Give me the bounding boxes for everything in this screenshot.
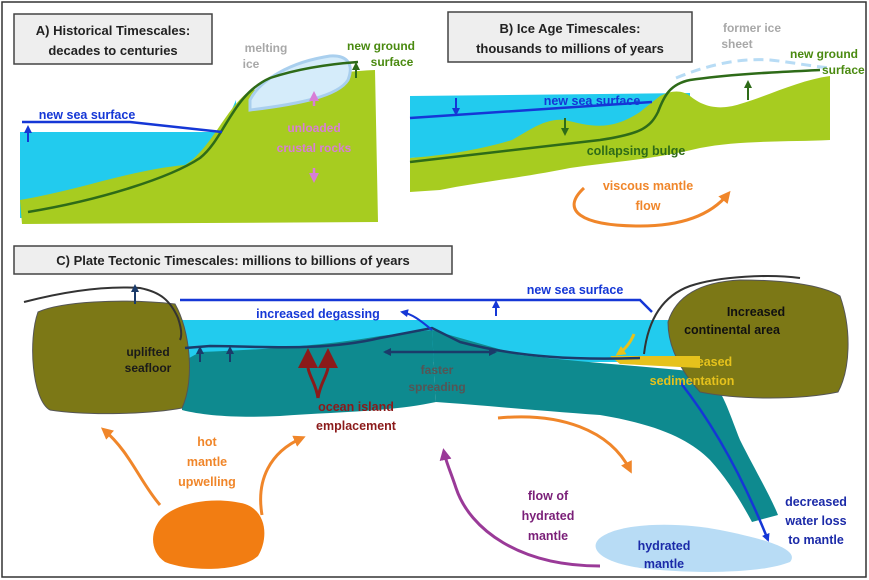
ocean-island-volcano-2	[318, 348, 338, 368]
melting-ice-label-2: ice	[243, 57, 260, 71]
water-loss-label-1: decreased	[785, 495, 847, 509]
sedimentation-label-1: increased	[674, 355, 732, 369]
panel-c-sea-line	[180, 298, 653, 313]
panel-a-title-line2: decades to centuries	[48, 43, 177, 58]
former-ice-sheet-line	[675, 58, 831, 80]
panel-b-title-box	[447, 11, 693, 63]
continent-block	[667, 279, 849, 399]
panel-a-land	[20, 70, 378, 224]
hot-mantle-label-2: mantle	[187, 455, 227, 469]
water-loss-arrow	[679, 381, 770, 542]
viscous-mantle-label-1: viscous mantle	[603, 179, 693, 193]
unloaded-label-2: crustal rocks	[277, 141, 352, 155]
seafloor-profile-line	[184, 326, 641, 360]
spreading-label-2: spreading	[408, 380, 465, 394]
panel-b-new-ground-label-1: new ground	[790, 47, 858, 61]
hydrated-mantle-label-2: mantle	[644, 557, 684, 571]
panel-b-title-line1: B) Ice Age Timescales:	[500, 21, 641, 36]
hot-mantle-blob	[153, 500, 265, 569]
upwelling-arrow-right	[259, 435, 306, 516]
continental-label-2: continental area	[684, 323, 781, 337]
panel-c-sea-label: new sea surface	[527, 283, 624, 297]
panel-c-title: C) Plate Tectonic Timescales: millions t…	[56, 253, 410, 268]
hot-mantle-label-1: hot	[197, 435, 217, 449]
degassing-arrow	[400, 309, 433, 331]
ocean-island-feeder	[306, 367, 330, 399]
hot-mantle-label-3: upwelling	[178, 475, 236, 489]
hydrated-mantle-label-1: hydrated	[638, 539, 691, 553]
panel-a-title-line1: A) Historical Timescales:	[36, 23, 190, 38]
uplifted-label-2: seafloor	[125, 361, 172, 375]
continent-outline	[643, 275, 801, 355]
hydrated-flow-label-3: mantle	[528, 529, 568, 543]
water-loss-label-3: to mantle	[788, 533, 844, 547]
panel-a: A) Historical Timescales: decades to cen…	[13, 13, 415, 224]
hydrated-flow-arrow	[439, 448, 601, 568]
panel-b-sea-line	[409, 100, 653, 120]
collapsing-bulge-label: collapsing bulge	[587, 144, 686, 158]
ocean-island-label-1: ocean island	[318, 400, 394, 414]
new-ground-label-1: new ground	[347, 39, 415, 53]
new-ground-label-2: surface	[371, 55, 414, 69]
panel-b-sea-label: new sea surface	[544, 94, 641, 108]
degassing-label: increased degassing	[256, 307, 380, 321]
uplift-line	[23, 286, 183, 341]
hydrated-flow-label-2: hydrated	[522, 509, 575, 523]
mantle-flow-arrow	[497, 415, 632, 474]
panel-b-ground-line	[409, 68, 821, 164]
panel-b-title-line2: thousands to millions of years	[476, 41, 664, 56]
hydrated-flow-label-1: flow of	[528, 489, 569, 503]
melting-ice-shape	[248, 54, 352, 112]
upwelling-arrow-left	[100, 427, 162, 506]
panel-b: B) Ice Age Timescales: thousands to mill…	[409, 11, 865, 228]
sedimentation-label-2: sedimentation	[650, 374, 735, 388]
ocean-island-label-2: emplacement	[316, 419, 397, 433]
melting-ice-label-1: melting	[245, 41, 288, 55]
uplifted-seafloor	[32, 300, 190, 415]
viscous-flow-arrow	[572, 186, 731, 228]
panel-a-sea-label: new sea surface	[39, 108, 136, 122]
spreading-label-1: faster	[421, 363, 454, 377]
viscous-mantle-label-2: flow	[636, 199, 661, 213]
panel-a-sea-line	[22, 120, 223, 134]
panel-b-new-ground-label-2: surface	[822, 63, 865, 77]
uplifted-label-1: uplifted	[126, 345, 169, 359]
former-ice-label-2: sheet	[721, 37, 752, 51]
former-ice-label-1: former ice	[723, 21, 781, 35]
ocean-island-volcano-1	[298, 348, 318, 368]
continental-label-1: Increased	[727, 305, 785, 319]
panel-b-land	[410, 76, 830, 192]
water-loss-label-2: water loss	[784, 514, 846, 528]
panel-a-title-box	[13, 13, 213, 65]
unloaded-label-1: unloaded	[287, 121, 340, 135]
hydrated-mantle-blob	[595, 524, 792, 572]
panel-c-title-box	[13, 245, 453, 275]
panel-a-ground-line	[27, 60, 359, 214]
sedimentation-arrow	[615, 333, 636, 356]
panel-c: C) Plate Tectonic Timescales: millions t…	[13, 245, 849, 572]
